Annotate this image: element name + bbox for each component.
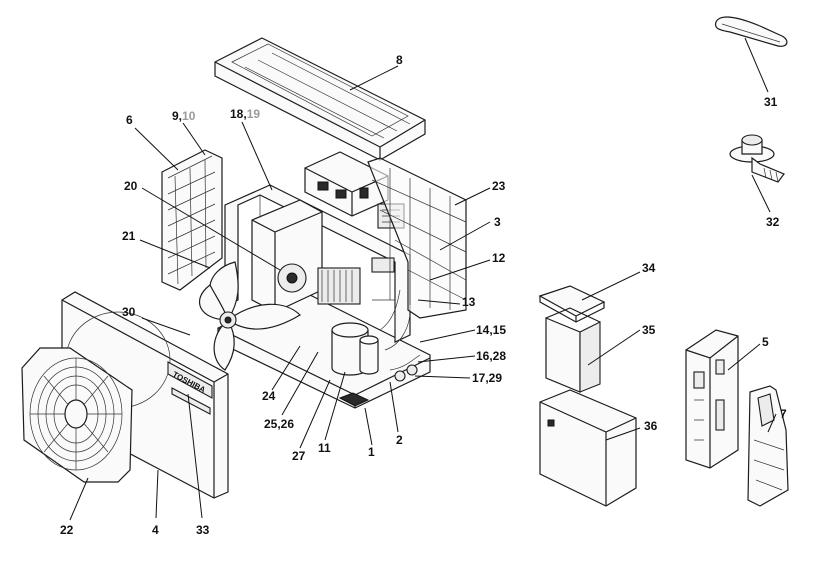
propeller-fan-part (198, 261, 301, 371)
callout-2: 2 (396, 433, 403, 447)
callout-11: 11 (318, 441, 331, 455)
callout-21: 21 (122, 229, 136, 243)
callout-4: 4 (152, 523, 159, 537)
fan-guard-grille-part (21, 347, 133, 483)
callout-25-26: 25,26 (264, 417, 294, 431)
callout-27: 27 (292, 449, 306, 463)
leader-lines (69, 37, 777, 521)
callout-35: 35 (642, 323, 656, 337)
callout-30: 30 (122, 305, 136, 319)
callout-32: 32 (766, 215, 780, 229)
callout-9: 9,10 (172, 109, 196, 123)
callout-22: 22 (60, 523, 74, 537)
callout-13: 13 (462, 295, 476, 309)
callout-12: 12 (492, 251, 506, 265)
callout-16-28: 16,28 (476, 349, 506, 363)
callout-18: 18,19 (230, 107, 260, 121)
callout-1: 1 (368, 445, 375, 459)
callout-14-15: 14,15 (476, 323, 506, 337)
callout-20: 20 (124, 179, 138, 193)
rear-guard-grille-part (367, 157, 467, 319)
callout-33: 33 (196, 523, 210, 537)
callout-23: 23 (492, 179, 506, 193)
callout-36: 36 (644, 419, 658, 433)
top-cover-part (214, 37, 426, 161)
callout-5: 5 (762, 335, 769, 349)
side-cover-part (747, 385, 789, 507)
callout-34: 34 (642, 261, 656, 275)
callout-3: 3 (494, 215, 501, 229)
drain-nipple-part (729, 134, 785, 183)
left-guard-grille-part (161, 149, 223, 291)
valve-mount-plate-part (685, 329, 739, 469)
callout-7: 7 (780, 407, 787, 421)
valve-cover-parts (538, 285, 637, 507)
callout-31: 31 (764, 95, 778, 109)
callout-8: 8 (396, 53, 403, 67)
callout-6: 6 (126, 113, 133, 127)
callout-24: 24 (262, 389, 276, 403)
drain-cap-part (714, 16, 788, 47)
callout-labels: 8 9,10 18,19 6 20 21 23 3 12 13 14,15 16… (60, 53, 787, 537)
callout-17-29: 17,29 (472, 371, 502, 385)
